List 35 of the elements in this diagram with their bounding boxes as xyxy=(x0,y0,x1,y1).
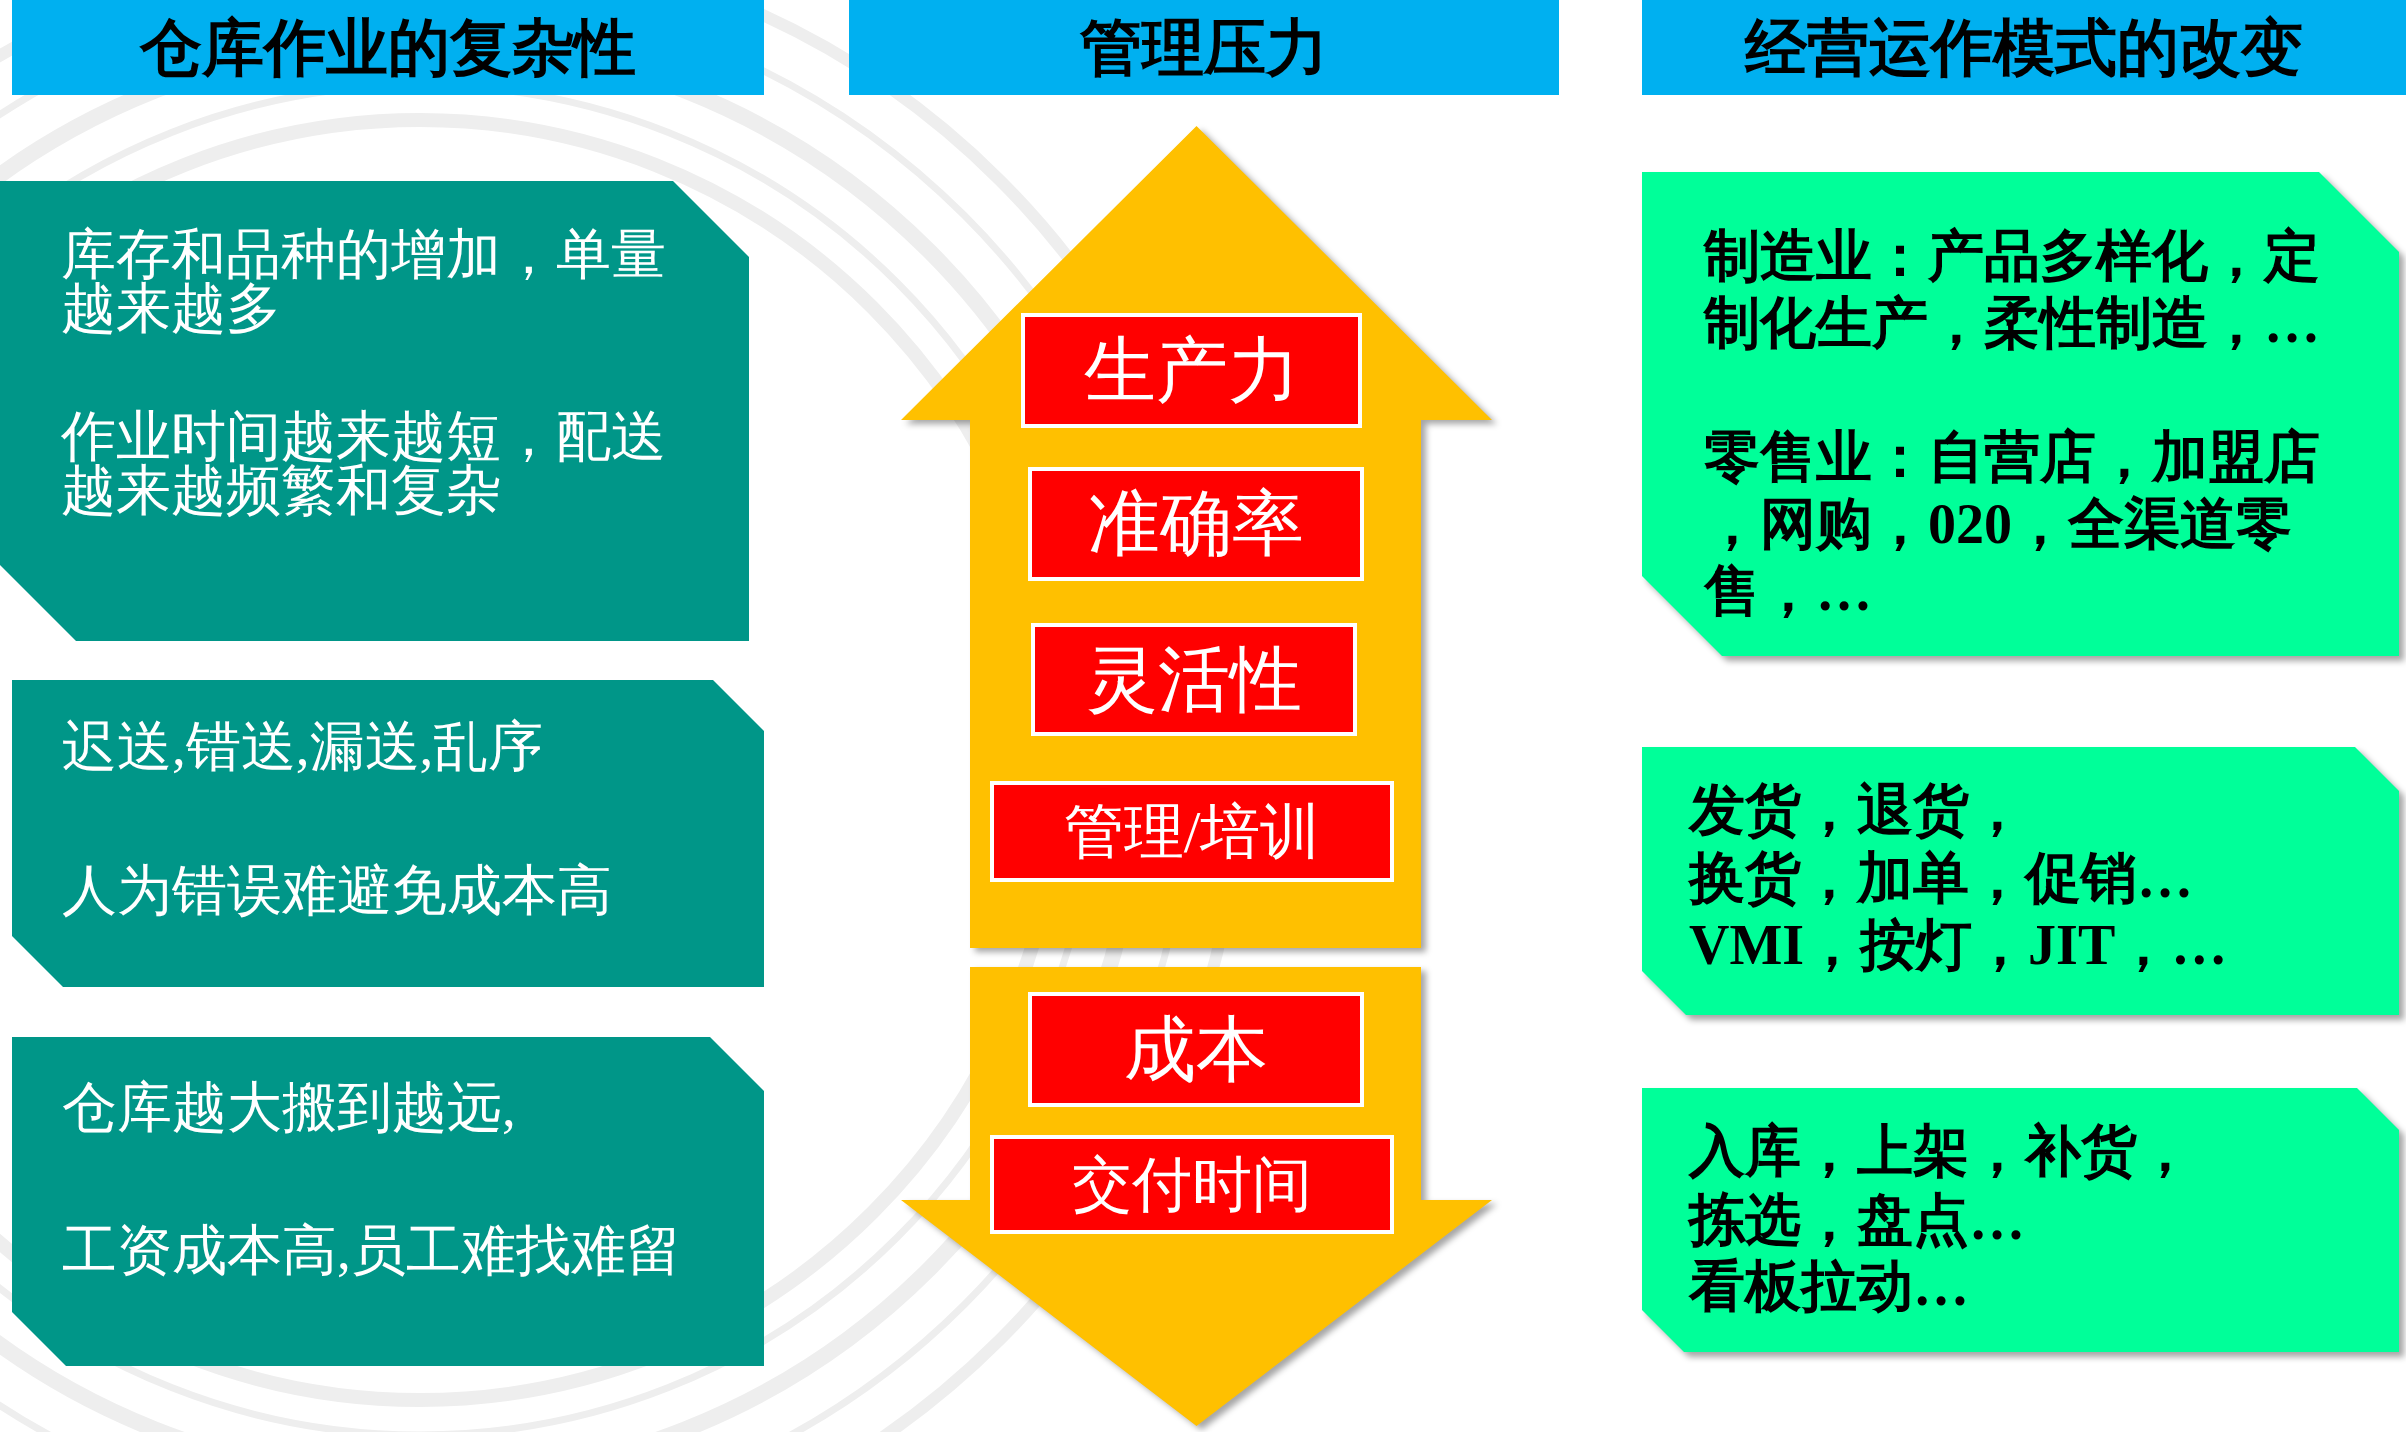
description-text: 零售业：自营店，加盟店，网购，020，全渠道零售，… xyxy=(1704,425,2321,624)
description-text: 库存和品种的增加，单量越来越多 xyxy=(61,228,667,336)
factor-box xyxy=(990,1135,1394,1234)
header-bar xyxy=(12,0,764,95)
factor-box xyxy=(1021,313,1362,428)
header-title: 仓库作业的复杂性 xyxy=(140,16,636,79)
factor-label: 管理/培训 xyxy=(1063,801,1321,862)
description-text: VMI，按灯，JIT，… xyxy=(1689,913,2228,978)
description-text: 换货，加单，促销… xyxy=(1689,846,2193,911)
header-bar xyxy=(849,0,1559,95)
description-text: 人为错误难避免成本高 xyxy=(62,864,612,918)
factor-label: 灵活性 xyxy=(1086,643,1302,716)
description-text: 拣选，盘点… xyxy=(1689,1188,2025,1253)
description-text: 工资成本高,员工难找难留 xyxy=(62,1224,681,1278)
factor-box xyxy=(990,781,1394,882)
description-text: 入库，上架，补货， xyxy=(1689,1119,2193,1184)
info-card xyxy=(12,1037,764,1366)
factor-box xyxy=(1031,623,1357,736)
description-text: 迟送,错送,漏送,乱序 xyxy=(62,720,544,774)
factor-label: 生产力 xyxy=(1083,334,1300,407)
factor-box xyxy=(1028,992,1364,1107)
factor-box xyxy=(1028,467,1364,581)
description-text: 发货，退货， xyxy=(1689,778,2025,843)
info-card xyxy=(0,181,749,641)
factor-label: 准确率 xyxy=(1088,488,1304,560)
info-card xyxy=(12,680,764,987)
header-title: 管理压力 xyxy=(1080,16,1328,79)
header-bar xyxy=(1642,0,2406,95)
header-title: 经营运作模式的改变 xyxy=(1745,16,2303,79)
factor-label: 成本 xyxy=(1124,1013,1268,1086)
description-text: 制造业：产品多样化，定制化生产，柔性制造，… xyxy=(1704,224,2321,356)
description-text: 看板拉动… xyxy=(1689,1254,1969,1319)
factor-label: 交付时间 xyxy=(1072,1154,1312,1215)
description-text: 仓库越大搬到越远, xyxy=(62,1081,516,1135)
description-text: 作业时间越来越短，配送越来越频繁和复杂 xyxy=(61,410,667,518)
